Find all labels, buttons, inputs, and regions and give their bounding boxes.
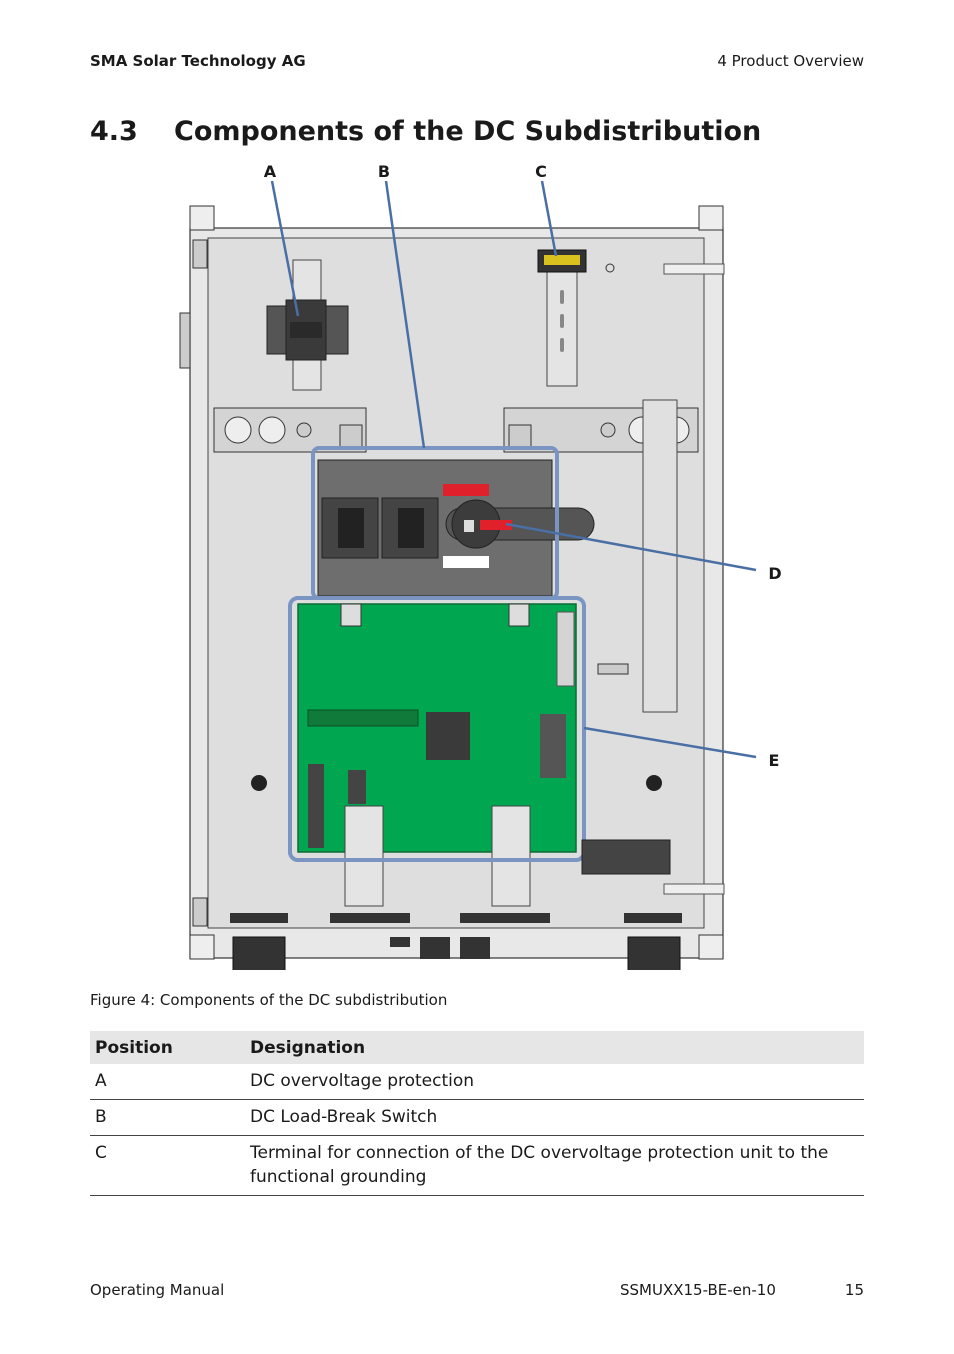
callout-a: A — [264, 162, 277, 181]
row-position: A — [90, 1064, 245, 1100]
column-header-designation: Designation — [245, 1031, 864, 1064]
row-designation: Terminal for connection of the DC overvo… — [245, 1135, 864, 1196]
callout-d: D — [768, 564, 781, 583]
footer-page-number: 15 — [844, 1281, 864, 1299]
column-header-position: Position — [90, 1031, 245, 1064]
callout-c: C — [535, 162, 547, 181]
row-position: B — [90, 1099, 245, 1136]
table-header-row: Position Designation — [90, 1031, 864, 1064]
header-chapter: 4 Product Overview — [717, 52, 864, 70]
section-title: Components of the DC Subdistribution — [174, 116, 762, 147]
section-number: 4.3 — [90, 116, 138, 147]
row-designation: DC Load-Break Switch — [245, 1099, 864, 1136]
section-heading: 4.3 Components of the DC Subdistribution — [90, 116, 761, 147]
header-company: SMA Solar Technology AG — [90, 52, 306, 70]
callout-e: E — [769, 751, 780, 770]
figure-caption: Figure 4: Components of the DC subdistri… — [90, 991, 448, 1009]
table-row: B DC Load-Break Switch — [90, 1099, 864, 1136]
table-row: A DC overvoltage protection — [90, 1064, 864, 1100]
footer-manual: Operating Manual — [90, 1281, 225, 1299]
table-row: C Terminal for connection of the DC over… — [90, 1135, 864, 1196]
row-designation: DC overvoltage protection — [245, 1064, 864, 1100]
dc-subdistribution-figure: A B C D E — [179, 162, 782, 970]
designation-table: Position Designation A DC overvoltage pr… — [90, 1031, 864, 1196]
callout-b: B — [378, 162, 390, 181]
footer-doc-id: SSMUXX15-BE-en-10 — [620, 1281, 776, 1299]
row-position: C — [90, 1135, 245, 1196]
